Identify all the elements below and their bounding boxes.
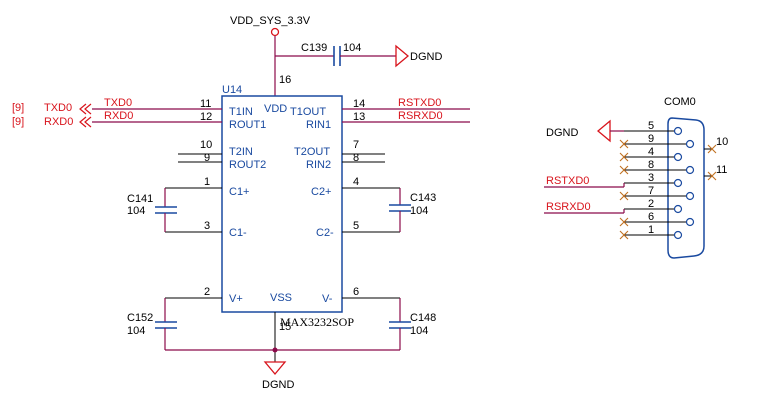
pin-number: 11 (200, 98, 211, 110)
pin-name: ROUT2 (229, 159, 266, 171)
capacitor-c148: C148 104 (389, 298, 436, 350)
no-connect-markers (619, 139, 717, 240)
connector-com0: COM0 5 9 4 8 3 7 2 6 1 10 1 (624, 96, 728, 259)
pin-name: T2IN (229, 146, 253, 158)
pin-number: 12 (200, 111, 212, 123)
pin-name: RIN2 (306, 159, 331, 171)
u14-vdd-label: VDD (264, 103, 287, 115)
net-rsrxd0-com: RSRXD0 (544, 201, 625, 214)
pin-name: C2+ (311, 186, 332, 198)
com0-pin-number: 5 (648, 120, 654, 132)
txd-port-label: TXD0 (44, 102, 72, 114)
ground-symbol-top: DGND (395, 44, 442, 68)
pin-number: 13 (353, 111, 365, 123)
u14-vss-label: VSS (270, 292, 292, 304)
com-rstxd-label: RSTXD0 (546, 175, 589, 187)
pin-name: V+ (229, 293, 243, 305)
com-rsrxd-label: RSRXD0 (546, 201, 591, 213)
vss-pin-number: 15 (279, 321, 291, 333)
com0-pin-number: 8 (648, 159, 654, 171)
c141-ref: C141 (127, 193, 153, 205)
net-rstxd0-com: RSTXD0 (544, 175, 625, 188)
rxd-net-label: RXD0 (104, 110, 133, 122)
capacitor-c139: C139 104 (301, 42, 396, 66)
com0-pin-number: 1 (648, 224, 654, 236)
vdd-rail: VDD_SYS_3.3V 16 (230, 15, 334, 96)
u14-left-pins: 11 T1IN 12 ROUT1 10 T2IN 9 ROUT2 1 C1+ 3… (165, 98, 266, 305)
ground-top-label: DGND (410, 51, 442, 63)
com0-pin-number: 9 (648, 133, 654, 145)
c139-value: 104 (343, 42, 361, 54)
com0-pin-number: 4 (648, 146, 654, 158)
pin-name: T2OUT (294, 146, 330, 158)
pin-number: 10 (200, 139, 212, 151)
pin-name: RIN1 (306, 119, 331, 131)
rxd-port-label: RXD0 (44, 116, 73, 128)
u14-right-pins: 14 T1OUT 13 RIN1 7 T2OUT 8 RIN2 4 C2+ 5 … (290, 98, 400, 305)
com0-pin-number: 7 (648, 185, 654, 197)
vdd-label: VDD_SYS_3.3V (230, 15, 311, 27)
c141-value: 104 (127, 205, 145, 217)
pin-number: 9 (204, 152, 210, 164)
sheet-ref-rxd: [9] (12, 116, 24, 128)
c148-ref: C148 (410, 312, 436, 324)
txd-net-label: TXD0 (104, 97, 132, 109)
net-rxd0: [9] RXD0 RXD0 (12, 110, 222, 128)
pin-name: T1IN (229, 106, 253, 118)
net-rsrxd0-u14: RSRXD0 (342, 110, 470, 123)
u14-part-number: MAX3232SOP (280, 315, 354, 329)
c139-ref: C139 (301, 42, 327, 54)
pin-name: C1+ (229, 186, 250, 198)
net-txd0: [9] TXD0 TXD0 (12, 97, 222, 115)
pin-number: 6 (353, 286, 359, 298)
pin-name: ROUT1 (229, 119, 266, 131)
ground-symbol-com0: DGND (546, 119, 624, 143)
ic-u14: U14 VDD VSS MAX3232SOP (221, 84, 354, 329)
com0-shell-pin: 11 (716, 164, 727, 176)
vdd-pin-number: 16 (279, 74, 291, 86)
capacitor-c152: C152 104 (127, 298, 177, 350)
pin-number: 14 (353, 98, 365, 110)
sheet-ref-txd: [9] (12, 102, 24, 114)
pin-number: 3 (204, 220, 210, 232)
com0-ref: COM0 (664, 96, 696, 108)
pin-number: 5 (353, 220, 359, 232)
pin-number: 1 (204, 176, 210, 188)
pin-name: V- (322, 293, 333, 305)
ground-bus-bottom: 15 (165, 312, 400, 362)
ground-bottom-label: DGND (262, 379, 294, 391)
c143-value: 104 (410, 205, 428, 217)
pin-name: C1- (229, 227, 247, 239)
com0-pin-number: 3 (648, 172, 654, 184)
capacitor-c141: C141 104 (127, 188, 177, 232)
com0-shell-pin: 10 (716, 136, 728, 148)
net-rstxd0-u14: RSTXD0 (342, 97, 470, 110)
capacitor-c143: C143 104 (389, 188, 436, 232)
pin-name: T1OUT (290, 106, 326, 118)
ground-symbol-bottom: DGND (262, 361, 294, 391)
pin-number: 8 (353, 152, 359, 164)
c152-ref: C152 (127, 312, 153, 324)
com0-pin-number: 2 (648, 198, 654, 210)
pin-number: 4 (353, 176, 359, 188)
u14-ref: U14 (222, 84, 242, 96)
c152-value: 104 (127, 325, 145, 337)
rstxd-net-label: RSTXD0 (398, 97, 441, 109)
pin-number: 2 (204, 286, 210, 298)
c143-ref: C143 (410, 192, 436, 204)
pin-name: C2- (316, 227, 334, 239)
rsrxd-net-label: RSRXD0 (398, 110, 443, 122)
c148-value: 104 (410, 325, 428, 337)
com0-pin-number: 6 (648, 211, 654, 223)
pin-number: 7 (353, 139, 359, 151)
ground-com-label: DGND (546, 127, 578, 139)
